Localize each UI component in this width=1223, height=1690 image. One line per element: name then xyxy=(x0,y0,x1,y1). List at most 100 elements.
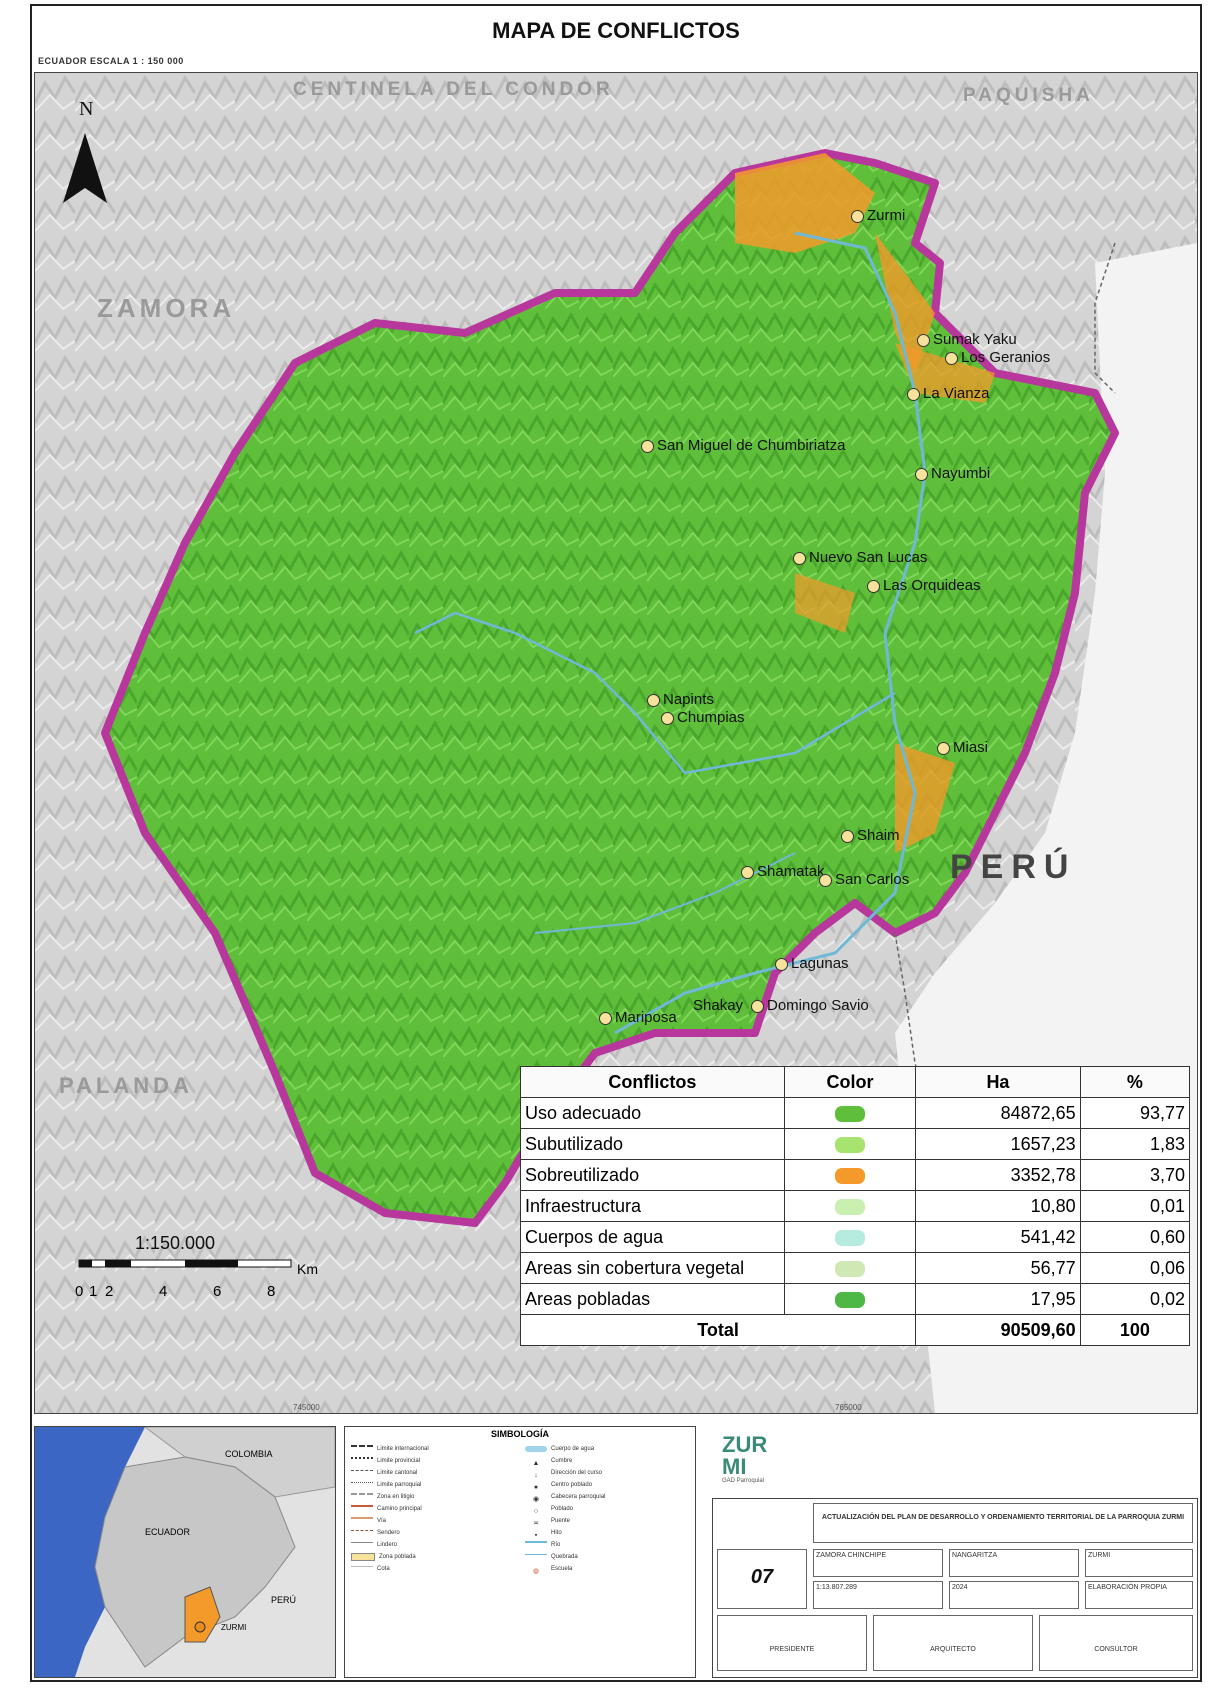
scale-field: 1:13.807.289 xyxy=(813,1581,943,1609)
row-color xyxy=(783,1252,917,1284)
region-label-centinela: CENTINELA DEL CONDOR xyxy=(293,79,614,100)
symbology-item: ▪Hito xyxy=(525,1527,605,1539)
symbology-item: Zona poblada xyxy=(351,1551,429,1563)
row-ha: 1657,23 xyxy=(915,1128,1081,1160)
inset-label-zurmi: ZURMI xyxy=(221,1623,247,1632)
place-marker: Lagunas xyxy=(775,955,849,972)
row-name: Areas pobladas xyxy=(520,1283,785,1315)
table-row: Areas pobladas 17,95 0,02 xyxy=(520,1283,1191,1315)
row-ha: 541,42 xyxy=(915,1221,1081,1253)
place-marker: La Vianza xyxy=(907,385,989,402)
symbology-item: ↓Dirección del curso xyxy=(525,1467,605,1479)
row-name: Subutilizado xyxy=(520,1128,785,1160)
row-ha: 56,77 xyxy=(915,1252,1081,1284)
logo-text-bottom: MI xyxy=(722,1454,747,1479)
town-dot-icon xyxy=(915,467,928,481)
table-total-row: Total 90509,60 100 xyxy=(519,1314,1191,1346)
scale-bar: 1:150.000 Km 0 1 2 4 6 8 xyxy=(75,1233,335,1323)
table-row: Areas sin cobertura vegetal 56,77 0,06 xyxy=(520,1252,1191,1284)
color-swatch xyxy=(835,1260,866,1277)
table-row: Subutilizado 1657,23 1,83 xyxy=(520,1128,1191,1160)
row-pct: 0,02 xyxy=(1079,1283,1191,1315)
total-ha: 90509,60 xyxy=(915,1314,1081,1346)
town-dot-icon xyxy=(641,439,654,453)
place-marker: Shakay xyxy=(693,997,744,1014)
map-number: 07 xyxy=(717,1549,807,1609)
symbology-title: SIMBOLOGÍA xyxy=(491,1429,549,1439)
row-ha: 17,95 xyxy=(915,1283,1081,1315)
place-marker: San Miguel de Chumbiriatza xyxy=(641,437,845,454)
symbology-item: ○Poblado xyxy=(525,1503,605,1515)
region-label-zamora: ZAMORA xyxy=(97,293,236,323)
row-color xyxy=(783,1159,917,1191)
technician-field: ARQUITECTO xyxy=(873,1615,1033,1671)
canton-field: NANGARITZA xyxy=(949,1549,1079,1577)
town-dot-icon xyxy=(751,999,764,1013)
total-pct: 100 xyxy=(1079,1314,1191,1346)
village-symbol-icon: ○ xyxy=(533,1508,539,1515)
symbology-item: Limite provincial xyxy=(351,1455,429,1467)
area-symbol-icon xyxy=(351,1553,375,1561)
conflicts-legend-table: Conflictos Color Ha % Uso adecuado 84872… xyxy=(519,1066,1191,1346)
place-marker: Chumpias xyxy=(661,709,745,726)
symbology-item: ●Centro poblado xyxy=(525,1479,605,1491)
row-color xyxy=(783,1128,917,1160)
row-name: Cuerpos de agua xyxy=(520,1221,785,1253)
row-color xyxy=(783,1190,917,1222)
map-subheading: ECUADOR ESCALA 1 : 150 000 xyxy=(38,56,184,66)
col-header-color: Color xyxy=(783,1066,917,1098)
symbology-item: Zona en litigio xyxy=(351,1491,429,1503)
milestone-symbol-icon: ▪ xyxy=(534,1532,538,1539)
map-title: MAPA DE CONFLICTOS xyxy=(492,18,740,43)
table-header-row: Conflictos Color Ha % xyxy=(520,1066,1191,1098)
total-label: Total xyxy=(519,1314,917,1346)
col-header-conflictos: Conflictos xyxy=(520,1066,785,1098)
symbology-item: Río xyxy=(525,1539,605,1551)
row-pct: 3,70 xyxy=(1079,1159,1191,1191)
symbology-left-column: Limite internacional Limite provincial L… xyxy=(351,1443,429,1575)
town-dot-icon xyxy=(741,865,754,879)
place-marker: Zurmi xyxy=(851,207,905,224)
scale-bar-graphic xyxy=(78,1259,292,1268)
arrow-symbol-icon: ↓ xyxy=(534,1472,538,1479)
place-marker: Las Orquideas xyxy=(867,577,981,594)
symbology-right-column: Cuerpo de agua ▲Cumbre ↓Dirección del cu… xyxy=(525,1443,605,1575)
logo-text-top: ZUR xyxy=(722,1432,768,1457)
row-ha: 84872,65 xyxy=(915,1097,1081,1129)
north-arrow-icon: N xyxy=(63,98,107,203)
consultant-field: CONSULTOR xyxy=(1039,1615,1193,1671)
symbology-item: Limite parroquial xyxy=(351,1479,429,1491)
place-marker: Napints xyxy=(647,691,714,708)
parish-seat-symbol-icon: ◉ xyxy=(532,1496,540,1503)
place-marker: Shaim xyxy=(841,827,900,844)
symbology-item: Limite cantonal xyxy=(351,1467,429,1479)
town-dot-icon xyxy=(867,579,880,593)
row-name: Infraestructura xyxy=(520,1190,785,1222)
inset-label-colombia: COLOMBIA xyxy=(225,1449,273,1459)
row-pct: 0,60 xyxy=(1079,1221,1191,1253)
line-symbol-icon xyxy=(351,1481,373,1489)
town-dot-icon xyxy=(793,551,806,565)
map-sheet: MAPA DE CONFLICTOS ECUADOR ESCALA 1 : 15… xyxy=(30,4,1202,1682)
table-row: Infraestructura 10,80 0,01 xyxy=(520,1190,1191,1222)
town-dot-icon xyxy=(775,957,788,971)
town-dot-icon xyxy=(819,873,832,887)
place-marker: Mariposa xyxy=(599,1009,677,1026)
symbology-item: Cota xyxy=(351,1563,429,1575)
town-dot-icon xyxy=(945,351,958,365)
line-symbol-icon xyxy=(351,1469,373,1477)
row-name: Areas sin cobertura vegetal xyxy=(520,1252,785,1284)
table-row: Cuerpos de agua 541,42 0,60 xyxy=(520,1221,1191,1253)
river-symbol-icon xyxy=(525,1541,547,1549)
symbology-item: Vía xyxy=(351,1515,429,1527)
line-symbol-icon xyxy=(351,1445,373,1453)
inset-label-ecuador: ECUADOR xyxy=(145,1527,191,1537)
coord-y1: 9550000 xyxy=(34,381,38,414)
place-marker: San Carlos xyxy=(819,871,909,888)
color-swatch xyxy=(835,1198,866,1215)
coord-x2: 765000 xyxy=(835,1403,862,1412)
town-dot-icon xyxy=(907,387,920,401)
source-field: ELABORACIÓN PROPIA xyxy=(1085,1581,1193,1609)
town-dot-icon xyxy=(661,711,674,725)
region-label-peru: PERÚ xyxy=(950,848,1077,886)
